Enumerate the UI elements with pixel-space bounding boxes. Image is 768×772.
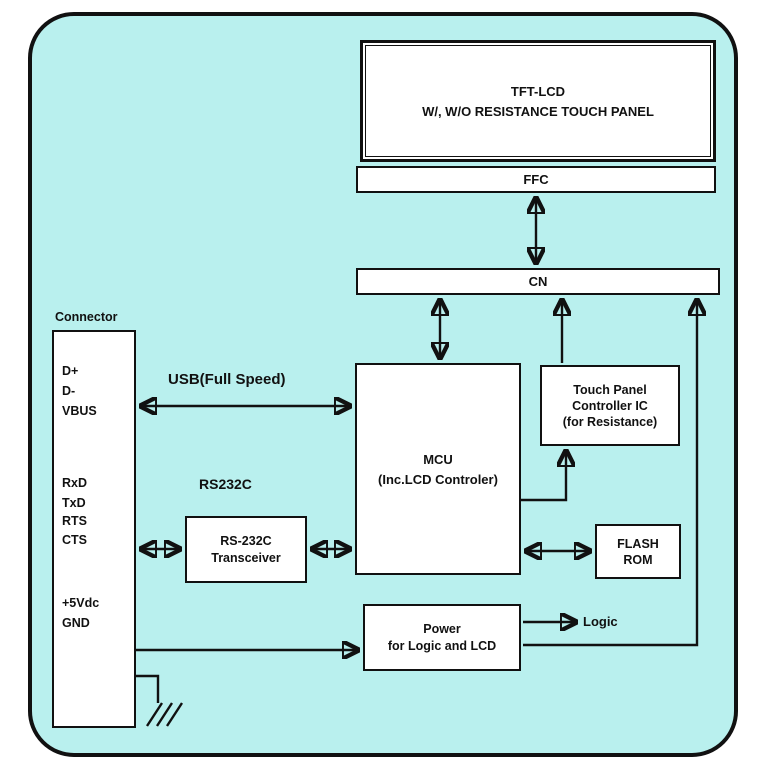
- rs232c-transceiver-block: RS-232C Transceiver: [185, 516, 307, 583]
- logic-output-label: Logic: [583, 614, 618, 629]
- connector-title: Connector: [55, 310, 118, 324]
- cn-label: CN: [528, 274, 548, 289]
- rs232c-bus-label: RS232C: [199, 476, 252, 492]
- ffc-label: FFC: [523, 172, 549, 187]
- ffc-block: FFC: [356, 166, 716, 193]
- touch-panel-controller-line1: Touch Panel: [573, 382, 647, 397]
- tft-lcd-label: TFT-LCD: [510, 83, 566, 99]
- pin-gnd: GND: [62, 616, 90, 630]
- pin-dminus: D-: [62, 384, 76, 398]
- tft-lcd-inner-border: [365, 45, 711, 157]
- pin-cts: CTS: [62, 533, 87, 547]
- flash-rom-block: FLASH ROM: [595, 524, 681, 579]
- rs232c-transceiver-line2: Transceiver: [211, 551, 281, 565]
- pin-dplus: D+: [62, 364, 79, 378]
- power-line2: for Logic and LCD: [387, 639, 497, 653]
- pin-rts: RTS: [62, 514, 87, 528]
- power-line1: Power: [423, 622, 461, 636]
- mcu-block: MCU (Inc.LCD Controler): [355, 363, 521, 575]
- flash-rom-line1: FLASH: [617, 536, 659, 551]
- tft-lcd-block: TFT-LCD W/, W/O RESISTANCE TOUCH PANEL: [360, 40, 716, 162]
- power-block: Power for Logic and LCD: [363, 604, 521, 671]
- touch-panel-controller-line2: Controller IC: [572, 398, 648, 413]
- flash-rom-line2: ROM: [623, 552, 653, 567]
- pin-5vdc: +5Vdc: [62, 596, 100, 610]
- rs232c-transceiver-line1: RS-232C: [220, 534, 272, 548]
- pin-vbus: VBUS: [62, 404, 97, 418]
- mcu-sublabel: (Inc.LCD Controler): [378, 471, 498, 487]
- pin-txd: TxD: [62, 496, 86, 510]
- touch-panel-controller-block: Touch Panel Controller IC (for Resistanc…: [540, 365, 680, 446]
- pin-rxd: RxD: [62, 476, 88, 490]
- connector-block: [52, 330, 136, 728]
- usb-bus-label: USB(Full Speed): [168, 371, 286, 388]
- mcu-label: MCU: [423, 451, 453, 467]
- tft-lcd-sublabel: W/, W/O RESISTANCE TOUCH PANEL: [422, 103, 654, 119]
- touch-panel-controller-line3: (for Resistance): [562, 414, 658, 429]
- cn-block: CN: [356, 268, 720, 295]
